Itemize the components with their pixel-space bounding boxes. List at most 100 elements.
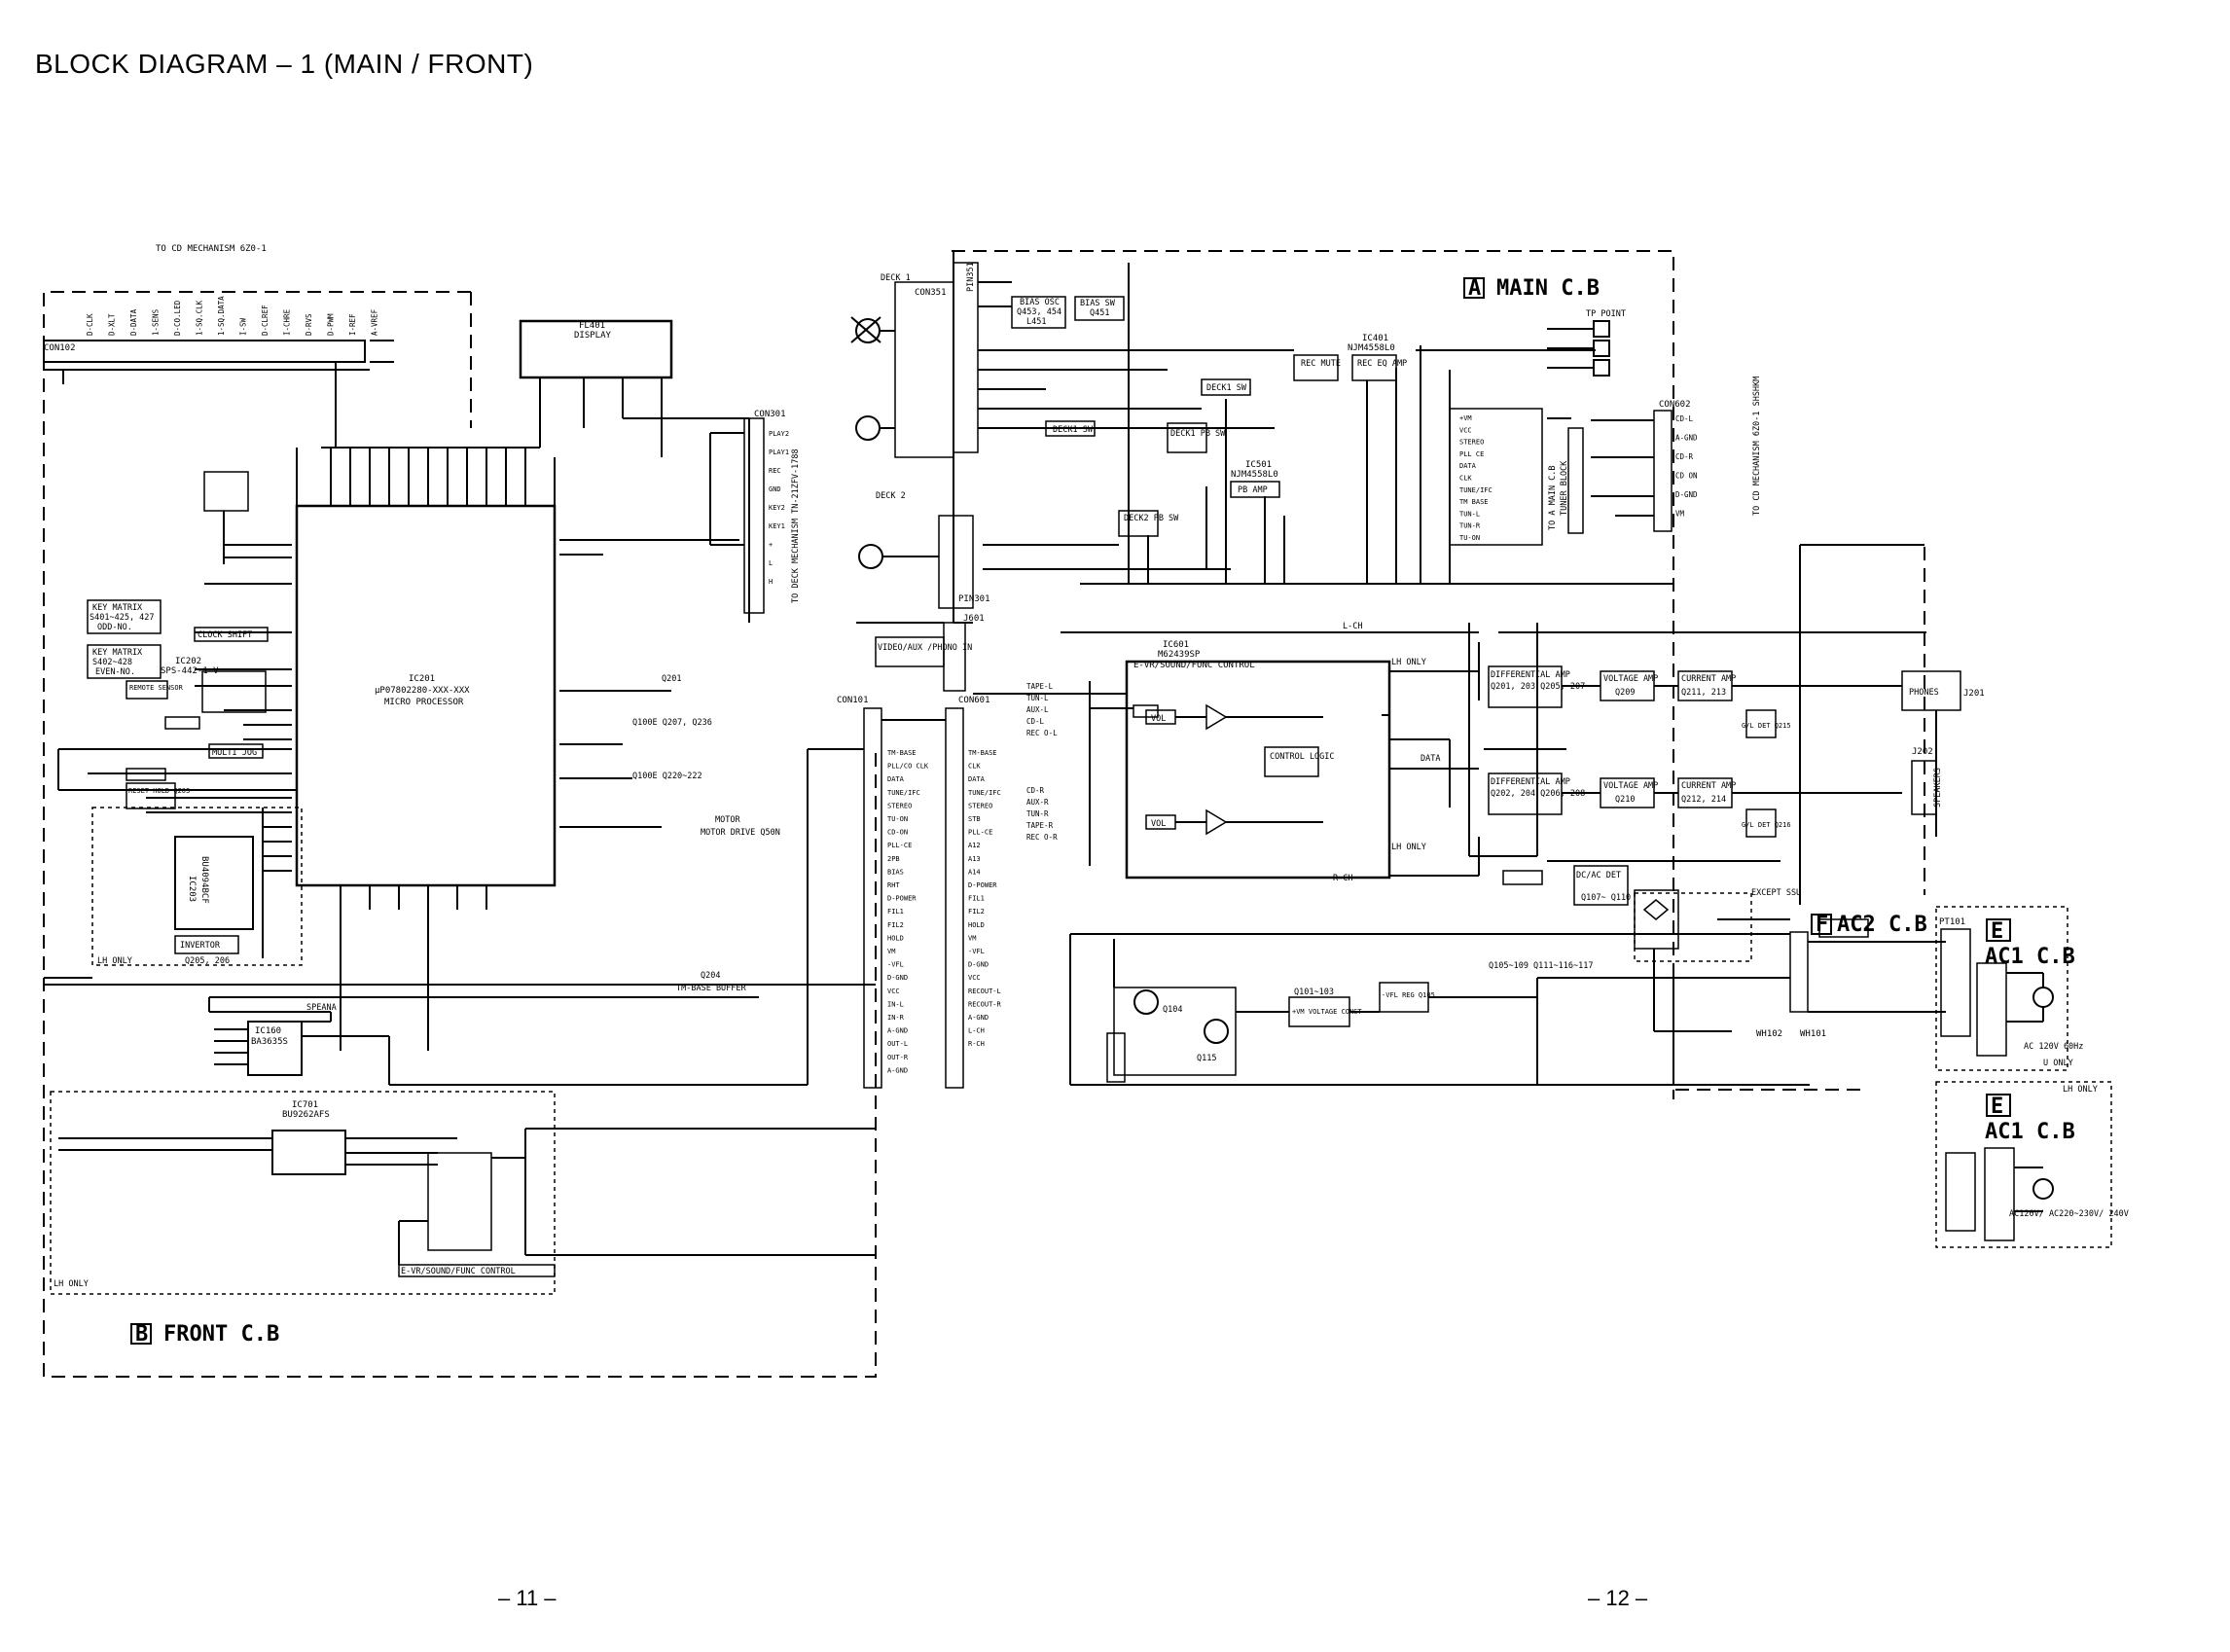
ic601-input-label: TAPE-L xyxy=(1026,682,1054,691)
con101-signal: 2PB xyxy=(887,855,900,863)
lch-label: L-CH xyxy=(1343,622,1362,631)
con102-pin-label: D-CLREF xyxy=(261,305,270,336)
j202-label: J202 xyxy=(1912,747,1933,757)
fl401-func: DISPLAY xyxy=(574,331,612,341)
control-logic: CONTROL LOGIC xyxy=(1270,752,1335,762)
tuner-block-lines xyxy=(1449,408,1543,546)
con101-signal: BIAS xyxy=(887,868,904,876)
ac-2-label: AC120V/ AC220~230V/ 240V xyxy=(2009,1209,2129,1219)
tuner-line-label: DATA xyxy=(1459,462,1477,470)
con101-signal: VCC xyxy=(887,988,900,995)
con601-signal: CLK xyxy=(968,763,981,771)
bias-osc-l: L451 xyxy=(1026,317,1046,327)
ic701-label: IC701 xyxy=(292,1100,318,1110)
tuner-block-label: TUNER BLOCK xyxy=(1560,460,1569,516)
con601-signal: RECOUT-L xyxy=(968,988,1001,995)
multi-jog: MULTI JOG xyxy=(212,748,257,758)
ac1-board-label: AC1 C.B xyxy=(1985,945,2075,969)
con101-signal: PLL/CO CLK xyxy=(887,763,929,771)
volt-amp-1-ref: Q209 xyxy=(1615,688,1635,698)
con601-signal: FIL2 xyxy=(968,908,985,916)
con102-pin-label: D-CO.LED xyxy=(173,300,182,336)
q100e-2-label: Q100E Q220~222 xyxy=(632,772,702,781)
con101-signal: IN-R xyxy=(887,1014,905,1022)
e-vr-sound-label: E-VR/SOUND/FUNC CONTROL xyxy=(401,1267,516,1276)
con102-pin-label: 1-SQ.CLK xyxy=(196,300,204,336)
ic701-box xyxy=(271,1130,346,1175)
tuner-line-label: CLK xyxy=(1459,475,1472,483)
pb-amp-label: PB AMP xyxy=(1238,485,1268,495)
ic160-box xyxy=(247,1021,303,1076)
con102-pin-label: 1-SQ.DATA xyxy=(217,296,226,336)
lh-only-3: LH ONLY xyxy=(1391,658,1426,667)
speakers-label: SPEAKERS xyxy=(1933,768,1943,808)
wh102-label: WH102 xyxy=(1756,1029,1782,1039)
fl401-label: FL401 xyxy=(579,321,605,331)
con602-label: CON602 xyxy=(1659,400,1691,410)
ac1-board-label-2: AC1 C.B xyxy=(1985,1120,2075,1144)
gl-det-2: G/L DET Q216 xyxy=(1742,821,1791,829)
bias-osc-label: BIAS OSC xyxy=(1020,298,1060,307)
tuner-line-label: PLL CE xyxy=(1459,450,1484,458)
vol-1: VOL xyxy=(1151,714,1166,724)
diff-amp-1-refs: Q201, 203 Q205, 207 xyxy=(1491,682,1585,692)
dc-ac-refs: Q107~ Q110 xyxy=(1581,893,1631,903)
main-board-outline xyxy=(952,250,1868,1091)
bias-sw-ref: Q451 xyxy=(1090,308,1109,318)
tuner-line-label: TUN-R xyxy=(1459,522,1481,530)
reset-hold: RESET HOLD Q203 xyxy=(128,787,190,795)
con102-pin-label: D-RVS xyxy=(305,313,313,336)
ic601-input-label: REC O-L xyxy=(1026,729,1058,737)
key-matrix-1-refs: S401~425, 427 xyxy=(90,613,155,623)
main-board-letter: A xyxy=(1468,276,1481,301)
ic203-box xyxy=(174,836,254,930)
pin351-label: PIN351 xyxy=(966,262,976,292)
motor-label: MOTOR xyxy=(715,815,740,825)
con301-pin-label: GND xyxy=(769,485,781,493)
tuner-line-label: STEREO xyxy=(1459,439,1484,447)
data-label: DATA xyxy=(1421,754,1440,764)
j601-box xyxy=(875,636,945,667)
con351-label: CON351 xyxy=(915,288,947,298)
ic160-part: BA3635S xyxy=(251,1037,288,1047)
ic601-part: M62439SP xyxy=(1158,650,1201,660)
volt-amp-2-label: VOLTAGE AMP xyxy=(1603,781,1658,791)
con601-signal: HOLD xyxy=(968,921,985,929)
deck1-sw-label: DECK1 SW xyxy=(1053,425,1094,435)
ic201-part: µP07802280-XXX-XXX xyxy=(375,686,470,696)
con601-signal: D-POWER xyxy=(968,881,997,889)
ic401-label: IC401 xyxy=(1362,334,1388,343)
wh101-label: WH101 xyxy=(1800,1029,1826,1039)
pt101-label: PT101 xyxy=(1939,917,1965,927)
page-number-right: – 12 – xyxy=(1588,1586,1648,1610)
ic601-input-label: TUN-R xyxy=(1026,809,1049,818)
tuner-line-label: TUN-L xyxy=(1459,510,1480,518)
con102-pin-label: A-VREF xyxy=(371,308,379,336)
ac1-lh-outline xyxy=(1935,1081,2112,1248)
tuner-line-label: VCC xyxy=(1459,426,1472,434)
con101-signal: D-POWER xyxy=(887,895,917,903)
volt-amp-1-label: VOLTAGE AMP xyxy=(1603,674,1658,684)
con102-pin-label: D-XLT xyxy=(108,313,117,336)
q115-label: Q115 xyxy=(1197,1054,1216,1063)
con301-pin-label: KEY2 xyxy=(769,504,785,512)
q201-label: Q201 xyxy=(662,674,681,684)
curr-amp-1-label: CURRENT AMP xyxy=(1681,674,1736,684)
curr-amp-1-ref: Q211, 213 xyxy=(1681,688,1726,698)
con301-pin-label: PLAY2 xyxy=(769,430,789,438)
tuner-line-label: TM BASE xyxy=(1459,498,1489,506)
lh-only-4: LH ONLY xyxy=(1391,843,1426,852)
volt-amp-2-ref: Q210 xyxy=(1615,795,1635,805)
con102-pin-label: 1-SENS xyxy=(152,308,161,336)
vm-voltage-label: +VM VOLTAGE CONST xyxy=(1292,1008,1362,1016)
con602-pin-label: D-GND xyxy=(1675,490,1698,499)
page-number-left: – 11 – xyxy=(498,1586,557,1610)
con601-signal: TUNE/IFC xyxy=(968,789,1001,797)
con601-signal: VM xyxy=(968,934,976,942)
deck1-pbsw-label: DECK1 PB SW xyxy=(1170,429,1226,439)
phones-label: PHONES xyxy=(1909,688,1939,698)
con101-signal: PLL-CE xyxy=(887,842,912,849)
key-matrix-2: KEY MATRIX xyxy=(92,648,143,658)
